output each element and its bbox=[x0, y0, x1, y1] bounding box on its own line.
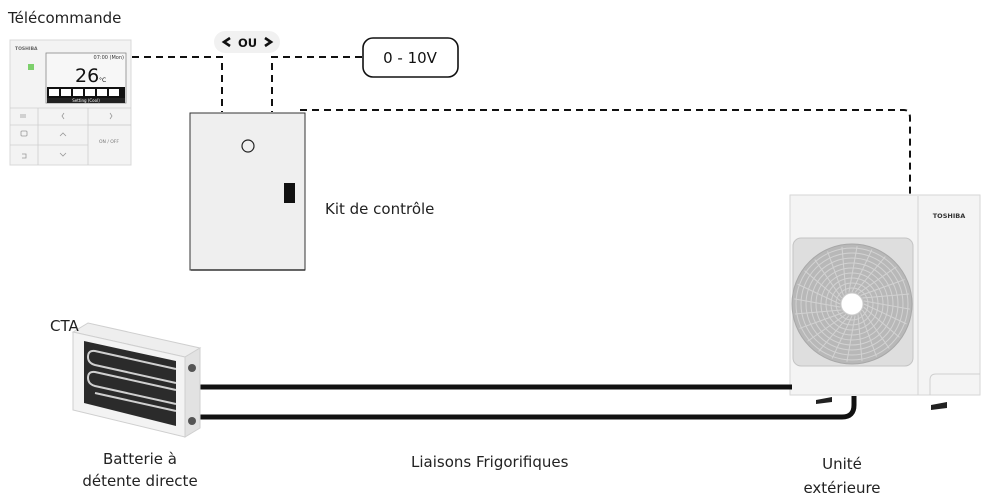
square-button-icon bbox=[20, 130, 28, 137]
outdoor-foot-left bbox=[816, 397, 832, 404]
coil-tube bbox=[86, 370, 177, 405]
fan-spoke bbox=[861, 309, 890, 349]
refrigerant-links-label: Liaisons Frigorifiques bbox=[411, 453, 569, 471]
kit-to-outdoor-line bbox=[300, 109, 911, 195]
remote-status-bar bbox=[47, 98, 125, 103]
signal-label: 0 - 10V bbox=[383, 49, 438, 67]
icon-cell bbox=[97, 89, 107, 96]
fan-ring bbox=[825, 277, 879, 331]
fan-spoke bbox=[794, 298, 841, 308]
dashed-connections bbox=[132, 56, 911, 195]
fan-spoke bbox=[863, 300, 910, 310]
led-indicator bbox=[28, 64, 34, 70]
remote-label: Télécommande bbox=[8, 9, 122, 27]
refrigerant-pipes bbox=[200, 384, 857, 420]
fan-spoke bbox=[794, 309, 842, 315]
icon-cell bbox=[109, 89, 119, 96]
chevron-down-icon bbox=[59, 152, 67, 157]
outdoor-unit-label: Unité extérieure bbox=[772, 452, 912, 500]
fan-spoke bbox=[854, 256, 886, 293]
coil-label: Batterie à détente directe bbox=[60, 448, 220, 492]
fan-ring bbox=[810, 262, 894, 346]
coil-tube bbox=[94, 392, 177, 412]
remote-onoff: ON / OFF bbox=[99, 139, 119, 145]
chevron-left-icon bbox=[61, 112, 65, 120]
remote-brand: TOSHIBA bbox=[15, 46, 38, 52]
fan-spoke bbox=[818, 315, 850, 352]
fan-spoke bbox=[860, 279, 905, 296]
fan-spoke bbox=[814, 259, 843, 299]
fan-spoke bbox=[831, 315, 853, 359]
fan-ring bbox=[800, 252, 904, 356]
coil-label-line1: Batterie à bbox=[103, 450, 177, 468]
icon-cell bbox=[85, 89, 95, 96]
icon-cell bbox=[73, 89, 83, 96]
fan-spoke bbox=[841, 246, 847, 294]
remote-controller: TOSHIBA 07:00 (Mon) 26 °C Setting (Cool) bbox=[9, 39, 132, 166]
icon-cell bbox=[49, 89, 59, 96]
fan-ring bbox=[815, 267, 889, 341]
control-kit bbox=[189, 112, 306, 271]
signal-box: 0 - 10V bbox=[362, 37, 459, 78]
kit-indicator-light bbox=[241, 139, 255, 153]
signal-to-kit-line bbox=[271, 56, 362, 112]
fan-spoke bbox=[827, 251, 844, 296]
fan-spoke bbox=[799, 312, 844, 329]
fan-ring bbox=[835, 287, 869, 321]
dx-coil bbox=[71, 322, 202, 438]
outdoor-brand: TOSHIBA bbox=[933, 212, 965, 220]
outdoor-label-line1: Unité bbox=[822, 455, 862, 473]
fan-spoke bbox=[807, 313, 847, 342]
fan-spoke bbox=[863, 303, 907, 325]
arrow-right-icon bbox=[264, 36, 274, 48]
control-kit-label: Kit de contrôle bbox=[325, 200, 435, 218]
fan-ring bbox=[805, 257, 899, 351]
chevron-right-icon bbox=[109, 112, 113, 120]
remote-unit: °C bbox=[99, 77, 106, 84]
chevron-up-icon bbox=[59, 132, 67, 137]
fan-spoke bbox=[804, 270, 841, 302]
menu-icon bbox=[20, 114, 26, 118]
remote-temperature: 26 bbox=[75, 65, 99, 87]
or-badge: OU bbox=[214, 31, 280, 53]
coil-tube bbox=[86, 349, 177, 384]
outdoor-unit: TOSHIBA bbox=[789, 194, 981, 410]
coil-connector-bottom bbox=[188, 417, 196, 425]
remote-to-kit-line bbox=[132, 56, 223, 112]
arrow-left-icon bbox=[221, 36, 231, 48]
coil-label-line2: détente directe bbox=[82, 472, 198, 490]
outdoor-foot-right bbox=[931, 402, 947, 410]
fan-spoke bbox=[863, 306, 900, 338]
fan-ring bbox=[795, 247, 909, 361]
fan-spoke bbox=[846, 315, 856, 362]
fan-spoke bbox=[857, 266, 897, 295]
outdoor-corner-panel bbox=[929, 373, 980, 395]
icon-cell bbox=[61, 89, 71, 96]
fan-ring bbox=[830, 282, 874, 326]
remote-status: Setting (Cool) bbox=[72, 98, 100, 103]
fan-spoke bbox=[860, 312, 877, 357]
cta-label: CTA bbox=[50, 317, 79, 335]
fan-spoke bbox=[851, 249, 873, 293]
coil-fins bbox=[84, 341, 176, 426]
fan-spoke bbox=[862, 293, 910, 299]
fan-spoke bbox=[857, 314, 863, 362]
fan-hub bbox=[840, 292, 864, 316]
kit-latch bbox=[284, 183, 295, 203]
outdoor-label-line2: extérieure bbox=[803, 479, 881, 497]
pipe-lower bbox=[200, 396, 857, 420]
back-icon bbox=[22, 153, 27, 159]
fan-rings bbox=[794, 246, 910, 362]
coil-connector-top bbox=[188, 364, 196, 372]
fan-spoke bbox=[848, 246, 858, 293]
or-label: OU bbox=[238, 36, 257, 50]
remote-time: 07:00 (Mon) bbox=[94, 55, 124, 61]
fan-spoke bbox=[797, 283, 841, 305]
